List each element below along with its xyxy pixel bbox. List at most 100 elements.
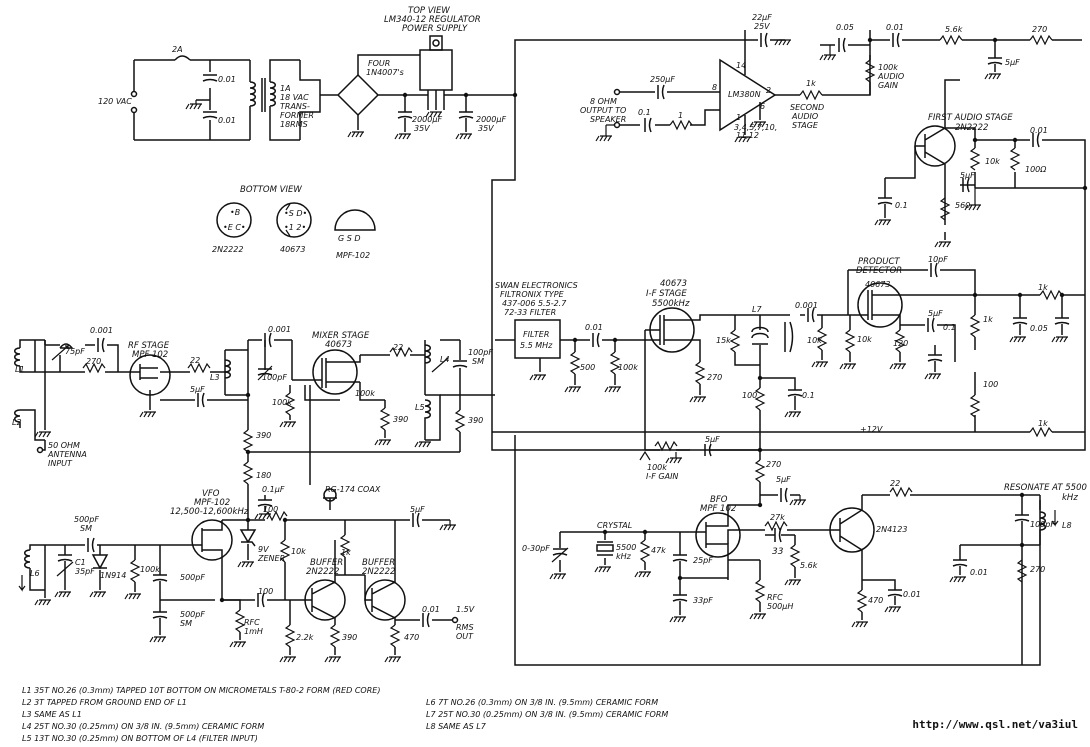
supply-cap-2: 25V xyxy=(754,22,770,31)
vfo-c100: 100 xyxy=(258,587,273,596)
pin-8: 8 xyxy=(712,83,717,92)
bfo-r470: 470 xyxy=(868,596,883,605)
coil-note-1: L1 35T NO.26 (0.3mm) TAPPED 10T BOTTOM O… xyxy=(22,686,381,695)
vfo-r100: 100 xyxy=(263,505,278,514)
mixer-stage: MIXER STAGE 40673 0.001 22 L4 100pF SM 1… xyxy=(243,325,495,510)
vfo-r390: 390 xyxy=(342,633,357,642)
bfo-l8: L8 xyxy=(1062,521,1072,530)
if-title-2: I-F STAGE xyxy=(646,289,687,299)
pinouts: BOTTOM VIEW •B •E C• •S D• •1 2• G S D 2… xyxy=(212,185,376,260)
bfo-fet xyxy=(695,512,741,558)
filter-box-2: 5.5 MHz xyxy=(520,341,553,350)
mixer-r390: 390 xyxy=(393,415,408,424)
second-2: AUDIO xyxy=(791,112,818,121)
gain-2: AUDIO xyxy=(877,72,904,81)
vfo-r1k: 1k xyxy=(341,548,351,557)
if-r100: 100 xyxy=(742,391,757,400)
if-r15k: 15k xyxy=(716,336,731,345)
if-c01: 0.1 xyxy=(802,391,815,400)
vfo-rfc-1: RFC xyxy=(244,618,260,627)
filter-r500: 500 xyxy=(580,363,595,372)
bus-wires xyxy=(491,95,1086,666)
mixer-r390c: 390 xyxy=(256,431,271,440)
xfmr-3: TRANS- xyxy=(280,102,310,111)
svg-text:•S D•: •S D• xyxy=(284,209,307,218)
pin-14: 14 xyxy=(736,61,746,70)
rf-c0001: 0.001 xyxy=(90,326,113,335)
bfo-crystal-2: 5500 xyxy=(616,543,636,552)
bfo-r270: 270 xyxy=(766,460,781,469)
vfo-zener-1: 9V xyxy=(258,545,269,554)
rf-l3: L3 xyxy=(210,373,220,382)
bfo-rfc-2: 500µH xyxy=(767,602,793,611)
filter-if-section: SWAN ELECTRONICS FILTRONIX TYPE 437-006 … xyxy=(492,279,1085,481)
fuse-symbol xyxy=(174,55,191,61)
svg-text:•E C•: •E C• xyxy=(223,223,246,232)
audio-r1: 1 xyxy=(678,111,683,120)
audio-section: 250µF 8 OHM OUTPUT TO SPEAKER 0.1 1 LM38… xyxy=(514,13,1088,248)
filter-brand-4: 72-33 FILTER xyxy=(504,308,556,317)
xfmr-5: 18RMS xyxy=(280,120,308,129)
audio-r1k: 1k xyxy=(806,79,816,88)
mixer-r100kb: 100k xyxy=(355,389,375,398)
speaker-3: SPEAKER xyxy=(590,115,626,124)
if-gain-2: I-F GAIN xyxy=(646,472,678,481)
filter-box-1: FILTER xyxy=(523,330,549,339)
if-r1k: 1k xyxy=(1038,419,1048,428)
pin-gnd-1: 3,4,5,7,10, xyxy=(734,123,777,132)
product-device: 40673 xyxy=(865,280,890,289)
product-r100: 100 xyxy=(983,380,998,389)
filter1-1: 2000µF xyxy=(412,115,442,124)
vfo-l6: L6 xyxy=(30,569,40,578)
bfo-r47k: 47k xyxy=(651,546,666,555)
vfo-out-1: 1.5V xyxy=(456,605,475,614)
rf-fet xyxy=(129,354,171,396)
bfo-title-2: MPF 102 xyxy=(700,504,736,514)
bfo-c001b: 0.01 xyxy=(903,590,921,599)
buf1-1: BUFFER xyxy=(310,558,343,568)
product-c5u: 5µF xyxy=(928,309,943,318)
bfo-rfc-1: RFC xyxy=(767,593,783,602)
vfo-c500b-1: 500pF xyxy=(180,610,205,619)
cap-label-2: 0.01 xyxy=(218,116,236,125)
resonate-1: RESONATE AT 5500 xyxy=(1004,483,1087,493)
ant-2: ANTENNA xyxy=(47,450,87,459)
audio-c5u: 5µF xyxy=(1005,58,1020,67)
vfo-section: VFO MPF-102 12,500-12,600kHz 500pF SM L6… xyxy=(18,485,475,663)
vfo-r470: 470 xyxy=(404,633,419,642)
bfo-r56k: 5.6k xyxy=(800,561,818,570)
audio-c001b: 0.01 xyxy=(1030,126,1048,135)
vfo-c1-1: C1 xyxy=(75,558,86,567)
pinout-2n2222: 2N2222 xyxy=(212,245,243,254)
mains-label: 120 VAC xyxy=(98,97,132,106)
lm380-amplifier xyxy=(719,58,777,132)
audio-r270: 270 xyxy=(1032,25,1047,34)
bfo-section: 270 5µF BFO MPF 102 CRYSTAL 5500 kHz 0-3… xyxy=(522,450,1087,665)
buf2-1: BUFFER xyxy=(362,558,395,568)
supply-cap-1: 22µF xyxy=(752,13,772,22)
coil-note-6: L6 7T NO.26 (0.3mm) ON 3/8 IN. (9.5mm) C… xyxy=(426,698,659,707)
resonate-2: kHz xyxy=(1062,493,1078,503)
xfmr-2: 18 VAC xyxy=(280,93,309,102)
vfo-title-3: 12,500-12,600kHz xyxy=(170,507,249,517)
svg-text:•B: •B xyxy=(230,208,240,217)
vfo-title-2: MPF-102 xyxy=(194,498,230,508)
product-title-2: DETECTOR xyxy=(856,266,902,276)
vfo-c1-2: 35pF xyxy=(75,567,95,576)
second-1: SECOND xyxy=(790,103,824,112)
mixer-title-1: MIXER STAGE xyxy=(312,331,370,341)
bfo-c25p: 25pF xyxy=(693,556,713,565)
mixer-c100p-2: SM xyxy=(472,357,484,366)
mixer-l5: L5 xyxy=(415,403,425,412)
vfo-d1: 1N914 xyxy=(100,571,126,580)
diodes-2: 1N4007's xyxy=(366,68,404,77)
product-r1kb: 1k xyxy=(1038,283,1048,292)
bfo-crystal-1: CRYSTAL xyxy=(597,521,632,530)
if-l7: L7 xyxy=(752,305,762,314)
reg-title-2: LM340-12 REGULATOR xyxy=(384,15,481,25)
gain-3: GAIN xyxy=(878,81,898,90)
coil-note-5: L5 13T NO.30 (0.25mm) ON BOTTOM OF L4 (F… xyxy=(22,734,258,743)
coil-note-2: L2 3T TAPPED FROM GROUND END OF L1 xyxy=(22,698,187,707)
filter-box xyxy=(514,319,561,359)
coil-note-4: L4 25T NO.30 (0.25mm) ON 3/8 IN. (9.5mm)… xyxy=(22,722,265,731)
